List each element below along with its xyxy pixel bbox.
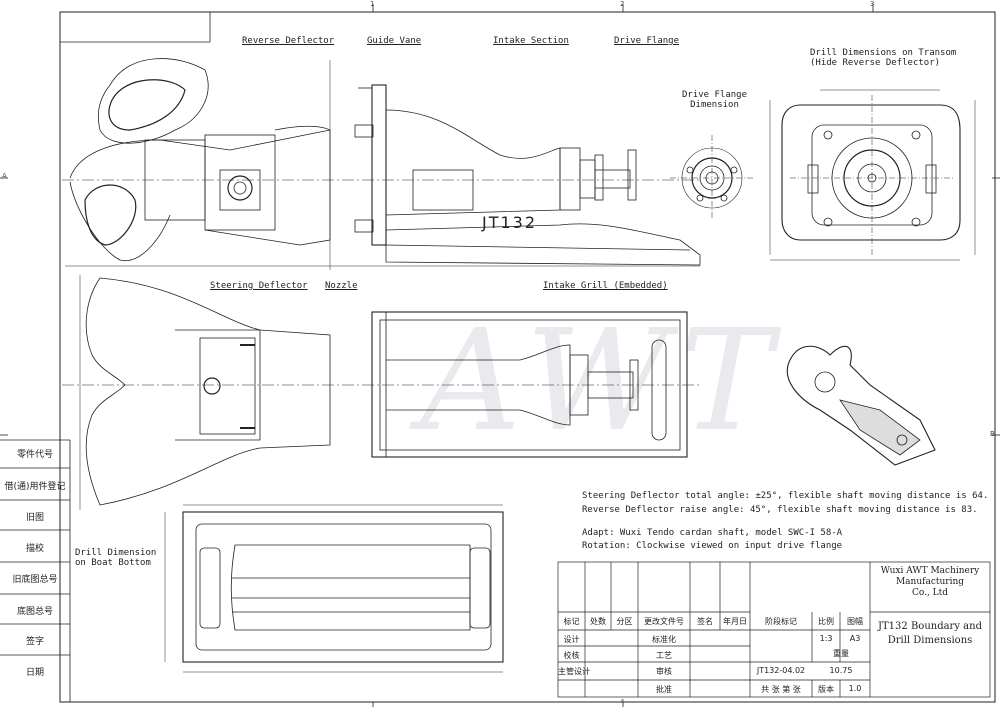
title-block-lines [557, 561, 991, 698]
side-panel-signature: 签字 [25, 637, 44, 647]
side-panel-old-drawing: 旧图 [25, 513, 44, 523]
title-company: Wuxi AWT Machinery Manufacturing Co., Lt… [880, 566, 980, 598]
header-date: 年月日 [723, 617, 747, 626]
header-count: 处数 [590, 617, 606, 626]
drive-flange-detail [670, 135, 755, 220]
top-view-nozzle [85, 277, 331, 506]
grid-col-1: 1 [370, 0, 375, 8]
note-adapt: Adapt: Wuxi Tendo cardan shaft, model SW… [582, 528, 843, 538]
grid-row-b: B [990, 430, 995, 438]
side-panel-date: 日期 [25, 668, 44, 678]
label-drill-dimensions-transom: Drill Dimensions on Transom (Hide Revers… [810, 48, 957, 68]
row-chief: 主管设计 [558, 667, 590, 676]
header-zone: 分区 [616, 617, 633, 626]
side-panel-lines [0, 439, 71, 702]
title-drawing: JT132 Boundary and Drill Dimensions [878, 621, 982, 646]
transom-drill-view [769, 89, 976, 261]
drawing-frame [59, 11, 996, 703]
weight-label: 重量 [833, 649, 849, 658]
label-nozzle: Nozzle [325, 281, 358, 291]
grid-col-4: 4 [620, 698, 625, 706]
top-view [62, 275, 700, 510]
side-panel-trace-check: 描校 [25, 544, 44, 554]
sheet-size-value: A3 [849, 634, 861, 643]
row-review: 审核 [656, 667, 672, 676]
weight-value: 10.75 [829, 666, 853, 675]
row-approve: 批准 [656, 685, 672, 694]
label-reverse-deflector: Reverse Deflector [242, 36, 335, 46]
row-process: 工艺 [656, 651, 672, 660]
label-drive-flange-dimension: Drive Flange Dimension [682, 90, 748, 110]
grid-ticks [0, 4, 1000, 707]
grid-col-3: 3 [870, 0, 875, 8]
scale-label: 比例 [818, 617, 834, 626]
intake-section-shape [385, 109, 561, 216]
label-drill-boat-bottom: Drill Dimension on Boat Bottom [75, 548, 157, 568]
header-mark: 标记 [563, 617, 580, 626]
version-label: 版本 [818, 685, 834, 694]
transom-plate [371, 84, 387, 246]
total-sheets: 共 张 第 张 [761, 685, 801, 694]
header-change-doc: 更改文件号 [644, 617, 684, 626]
iso-view [786, 345, 936, 466]
header-signature: 签名 [697, 617, 713, 626]
side-panel-common-part: 借(通)用件登记 [4, 482, 66, 492]
label-drive-flange: Drive Flange [614, 36, 680, 46]
sheet-size-label: 图幅 [847, 617, 863, 626]
version-value: 1.0 [848, 684, 862, 693]
label-intake-grill: Intake Grill (Embedded) [543, 281, 668, 291]
note-rotation: Rotation: Clockwise viewed on input driv… [582, 541, 843, 551]
side-panel-base-no: 底图总号 [16, 607, 53, 617]
row-design: 设计 [563, 635, 580, 644]
scale-value: 1:3 [819, 634, 833, 643]
side-view [62, 58, 701, 270]
reverse-deflector-shape [97, 58, 209, 144]
label-intake-section: Intake Section [493, 36, 569, 46]
side-panel-part-code: 零件代号 [16, 450, 53, 460]
intake-grill-shape [385, 223, 701, 266]
drawing-number: JT132-04.02 [756, 666, 806, 675]
model-mark: JT132 [482, 213, 538, 232]
row-check: 校核 [563, 651, 580, 660]
note-reverse: Reverse Deflector raise angle: 45°, flex… [582, 505, 978, 515]
bottom-drill-view [164, 504, 504, 673]
grid-col-2: 2 [620, 0, 625, 8]
note-steering: Steering Deflector total angle: ±25°, fl… [582, 491, 989, 501]
grid-row-a: A [2, 172, 7, 180]
stage-label: 阶段标记 [765, 617, 797, 626]
row-standard: 标准化 [652, 635, 676, 644]
drive-flange-shape [627, 149, 637, 201]
label-guide-vane: Guide Vane [367, 36, 422, 46]
label-steering-deflector: Steering Deflector [210, 281, 308, 291]
side-panel-old-base-no: 旧底图总号 [12, 575, 58, 585]
watermark: AWT [420, 300, 783, 463]
